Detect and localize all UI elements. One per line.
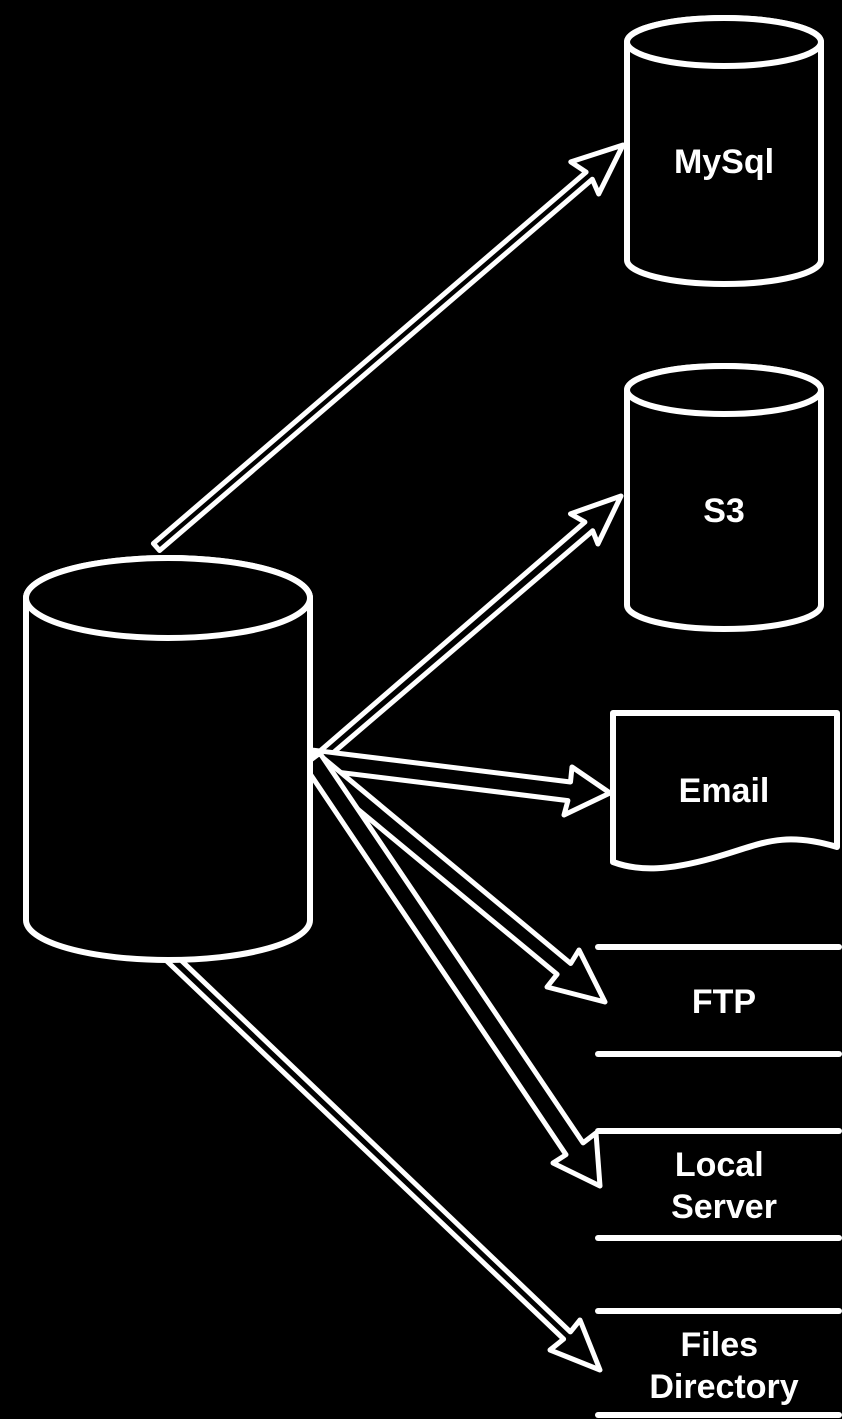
s3-label: S3 [703,492,745,530]
files-directory-label-line-2: Directory [649,1368,798,1406]
ftp-node: FTP [595,944,842,1057]
arrow-to-mysql [150,142,626,553]
s3-node: S3 [624,363,824,632]
mysql-node: MySql [624,15,824,287]
source-cylinder [23,555,313,963]
files-directory-label-line-1: Files [681,1326,758,1364]
local-server-label-line-2: Server [671,1188,777,1226]
local-server-node: Local Server [595,1128,842,1241]
local-server-label: Local Server [671,1146,777,1226]
ftp-label: FTP [692,983,756,1021]
arrow-to-local-server [301,750,603,1189]
document-shape [610,710,840,872]
arrows [150,142,626,1373]
arrow-to-ftp [303,750,608,1005]
email-node: Email [610,710,840,872]
email-label: Email [679,772,770,810]
local-server-label-line-1: Local [675,1146,764,1184]
files-directory-node: Files Directory [595,1308,842,1418]
arrow-to-s3 [306,493,624,771]
arrow-to-email [308,747,613,818]
arrow-to-files-directory [161,948,603,1373]
files-directory-label: Files Directory [649,1326,798,1406]
mysql-label: MySql [674,143,774,181]
